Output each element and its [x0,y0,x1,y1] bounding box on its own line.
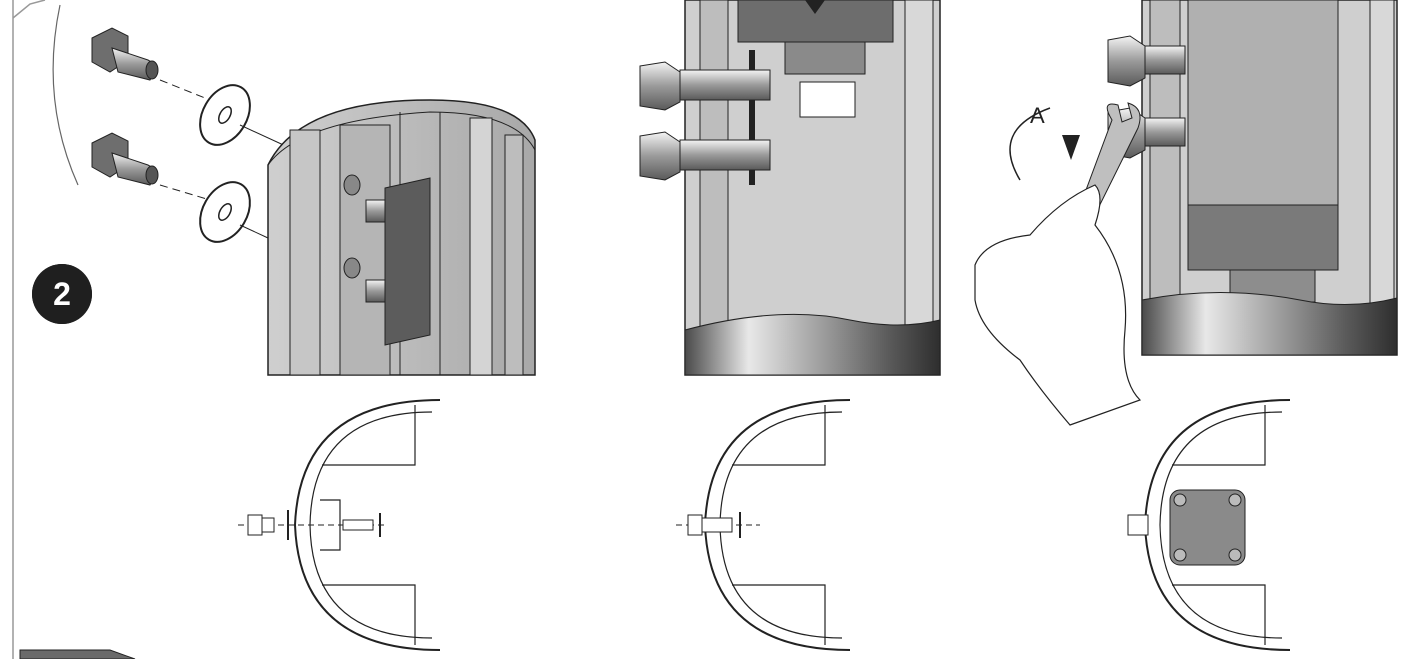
profile-section-motor-fixed [1127,399,1291,651]
rotation-arrow-head [1062,135,1080,160]
washer-lower [199,181,251,243]
profile-section-exploded [238,399,441,651]
nut-insert-lower [91,132,159,186]
page-corner-line [12,0,46,19]
page-tab [19,649,136,659]
panel-tightening [974,0,1398,426]
hand [974,184,1142,426]
washer-upper [199,84,251,146]
profile-section-assembled [676,399,851,651]
nut-insert-upper [91,27,159,81]
bolt-lower [639,131,771,181]
panel-bolts-inserted [639,0,941,376]
detail-arc [52,4,79,186]
step-number-badge: 2 [32,264,92,324]
bolt-upper [639,61,771,111]
bolt-tight-upper [1107,35,1186,87]
panel-exploded-view [52,4,536,376]
motor-block [1169,489,1246,566]
rotation-direction-label: A [1030,103,1045,128]
rotation-arrow-arc [1009,107,1051,181]
post-profile-3d [267,99,536,376]
